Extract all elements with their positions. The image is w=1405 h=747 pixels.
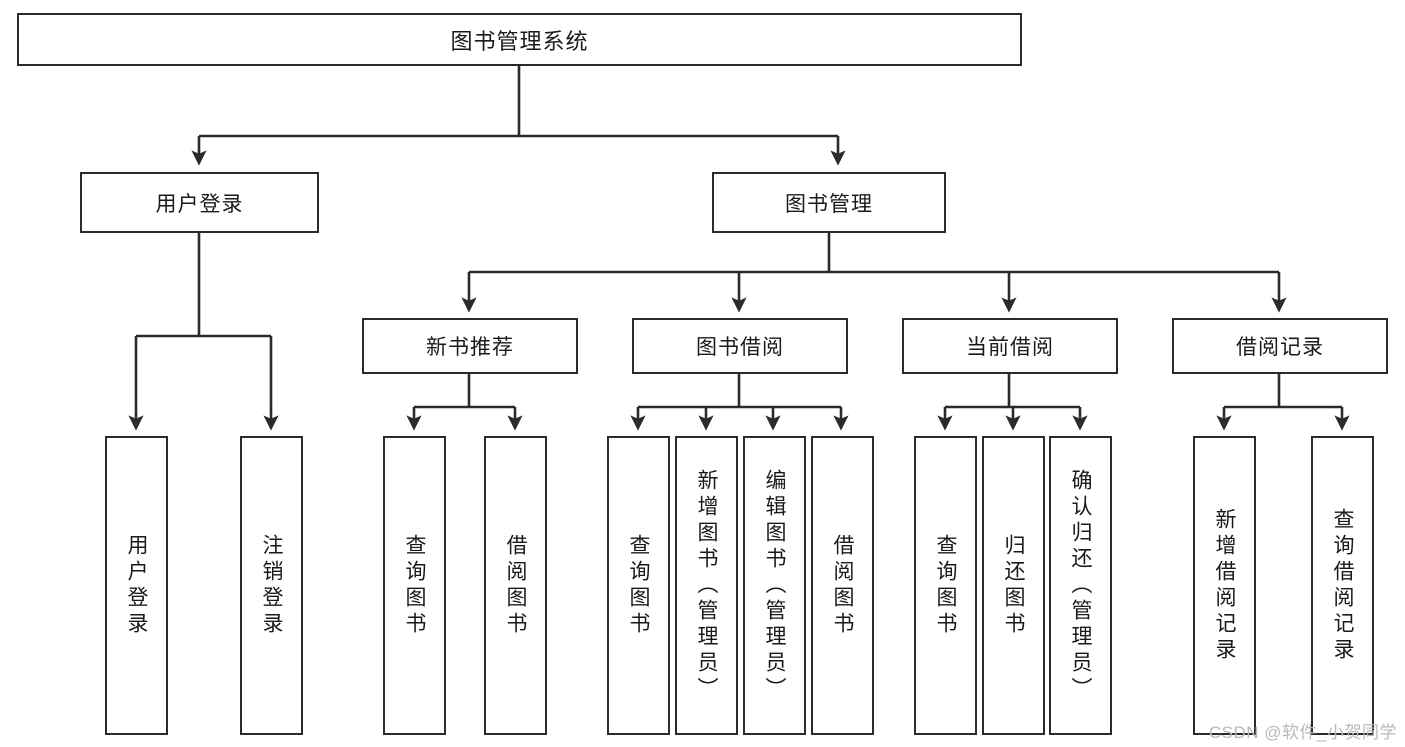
- node-label: 确认归还（管理员）: [1069, 468, 1092, 703]
- leaf-edit-book-admin[interactable]: 编辑图书（管理员）: [743, 436, 806, 735]
- node-label: 借阅图书: [831, 533, 854, 638]
- leaf-query-borrow-record[interactable]: 查询借阅记录: [1311, 436, 1374, 735]
- leaf-borrow-book-borrow[interactable]: 借阅图书: [811, 436, 874, 735]
- leaf-query-book-borrow[interactable]: 查询图书: [607, 436, 670, 735]
- node-label: 查询图书: [403, 533, 426, 638]
- node-label: 借阅图书: [504, 533, 527, 638]
- node-label: 新增图书（管理员）: [695, 468, 718, 703]
- node-label: 借阅记录: [1236, 336, 1324, 359]
- leaf-confirm-return-admin[interactable]: 确认归还（管理员）: [1049, 436, 1112, 735]
- node-label: 查询借阅记录: [1331, 507, 1354, 664]
- leaf-user-login[interactable]: 用户登录: [105, 436, 168, 735]
- leaf-borrow-book-recommend[interactable]: 借阅图书: [484, 436, 547, 735]
- leaf-query-book-recommend[interactable]: 查询图书: [383, 436, 446, 735]
- leaf-logout[interactable]: 注销登录: [240, 436, 303, 735]
- node-label: 图书管理系统: [450, 28, 589, 54]
- node-current-borrow[interactable]: 当前借阅: [902, 318, 1118, 374]
- node-label: 查询图书: [934, 533, 957, 638]
- node-label: 归还图书: [1002, 533, 1025, 638]
- node-user-login[interactable]: 用户登录: [80, 172, 319, 233]
- node-label: 当前借阅: [966, 336, 1054, 359]
- leaf-return-book[interactable]: 归还图书: [982, 436, 1045, 735]
- node-label: 图书管理: [785, 192, 873, 216]
- node-label: 注销登录: [260, 533, 283, 638]
- node-label: 用户登录: [125, 533, 148, 638]
- node-label: 用户登录: [155, 192, 244, 216]
- node-borrow-record[interactable]: 借阅记录: [1172, 318, 1388, 374]
- csdn-watermark: CSDN @软件_小贺同学: [1208, 723, 1397, 742]
- node-root-system[interactable]: 图书管理系统: [17, 13, 1022, 66]
- leaf-add-borrow-record[interactable]: 新增借阅记录: [1193, 436, 1256, 735]
- node-label: 编辑图书（管理员）: [763, 468, 786, 703]
- node-label: 新增借阅记录: [1213, 507, 1236, 664]
- node-book-management[interactable]: 图书管理: [712, 172, 946, 233]
- leaf-add-book-admin[interactable]: 新增图书（管理员）: [675, 436, 738, 735]
- node-book-borrow[interactable]: 图书借阅: [632, 318, 848, 374]
- node-label: 图书借阅: [696, 336, 784, 359]
- node-new-book-recommend[interactable]: 新书推荐: [362, 318, 578, 374]
- node-label: 新书推荐: [426, 336, 514, 359]
- leaf-query-book-current[interactable]: 查询图书: [914, 436, 977, 735]
- node-label: 查询图书: [627, 533, 650, 638]
